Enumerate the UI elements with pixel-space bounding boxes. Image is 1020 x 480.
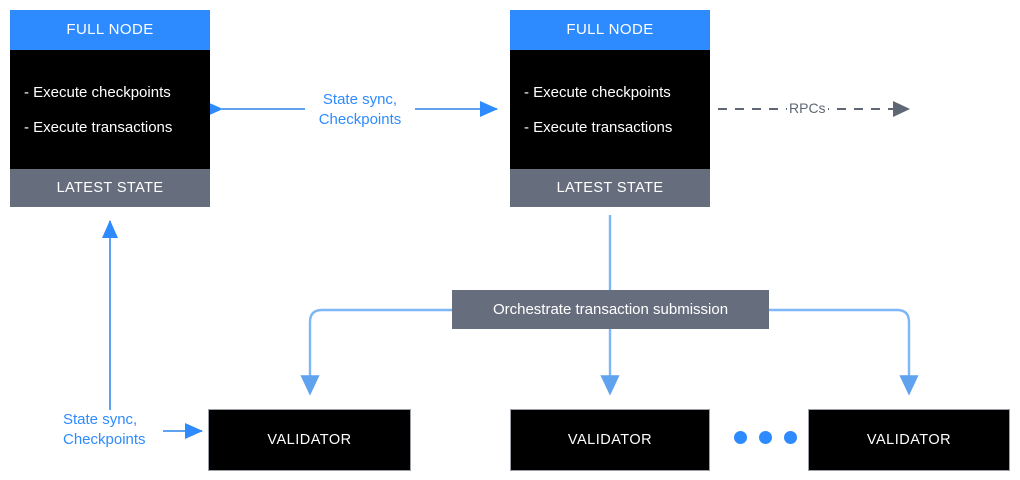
label-state-sync-between-nodes-line2: Checkpoints — [318, 111, 402, 128]
full-node-left-header: FULL NODE — [10, 10, 210, 50]
label-state-sync-between-nodes-line1: State sync, — [322, 91, 398, 108]
full-node-left-body: - Execute checkpoints - Execute transact… — [10, 50, 210, 169]
edge-orchestrate-to-validator-3 — [769, 308, 919, 396]
label-state-sync-validator-line2: Checkpoints — [63, 431, 146, 448]
ellipsis-dot-3 — [784, 431, 797, 444]
validator-box-2[interactable]: VALIDATOR — [510, 409, 710, 471]
validator-box-3[interactable]: VALIDATOR — [808, 409, 1010, 471]
label-state-sync-between-nodes: State sync, Checkpoints — [305, 90, 415, 130]
more-validators-ellipsis — [734, 431, 797, 444]
full-node-right-bullet-execute-checkpoints: - Execute checkpoints — [524, 83, 671, 101]
ellipsis-dot-2 — [759, 431, 772, 444]
label-rpcs: RPCs — [787, 100, 828, 116]
label-state-sync-validator-to-node: State sync, Checkpoints — [63, 410, 163, 450]
full-node-left-bullet-execute-checkpoints: - Execute checkpoints — [24, 83, 171, 101]
orchestrate-label: Orchestrate transaction submission — [492, 301, 729, 318]
validator-2-label: VALIDATOR — [567, 432, 653, 448]
validator-1-label: VALIDATOR — [267, 432, 352, 448]
full-node-left-bullet-execute-transactions: - Execute transactions — [24, 118, 173, 136]
full-node-card-left[interactable]: FULL NODE - Execute checkpoints - Execut… — [10, 10, 210, 207]
validator-box-1[interactable]: VALIDATOR — [208, 409, 411, 471]
orchestrate-transaction-submission-box[interactable]: Orchestrate transaction submission — [452, 290, 769, 329]
full-node-card-right[interactable]: FULL NODE - Execute checkpoints - Execut… — [510, 10, 710, 207]
validator-3-label: VALIDATOR — [866, 432, 952, 448]
label-state-sync-validator-line1: State sync, — [63, 411, 138, 428]
full-node-left-latest-state: LATEST STATE — [10, 169, 210, 207]
full-node-right-bullet-execute-transactions: - Execute transactions — [524, 118, 673, 136]
ellipsis-dot-1 — [734, 431, 747, 444]
edge-orchestrate-to-validator-1 — [300, 308, 452, 396]
full-node-right-latest-state: LATEST STATE — [510, 169, 710, 207]
full-node-right-body: - Execute checkpoints - Execute transact… — [510, 50, 710, 169]
full-node-right-header: FULL NODE — [510, 10, 710, 50]
